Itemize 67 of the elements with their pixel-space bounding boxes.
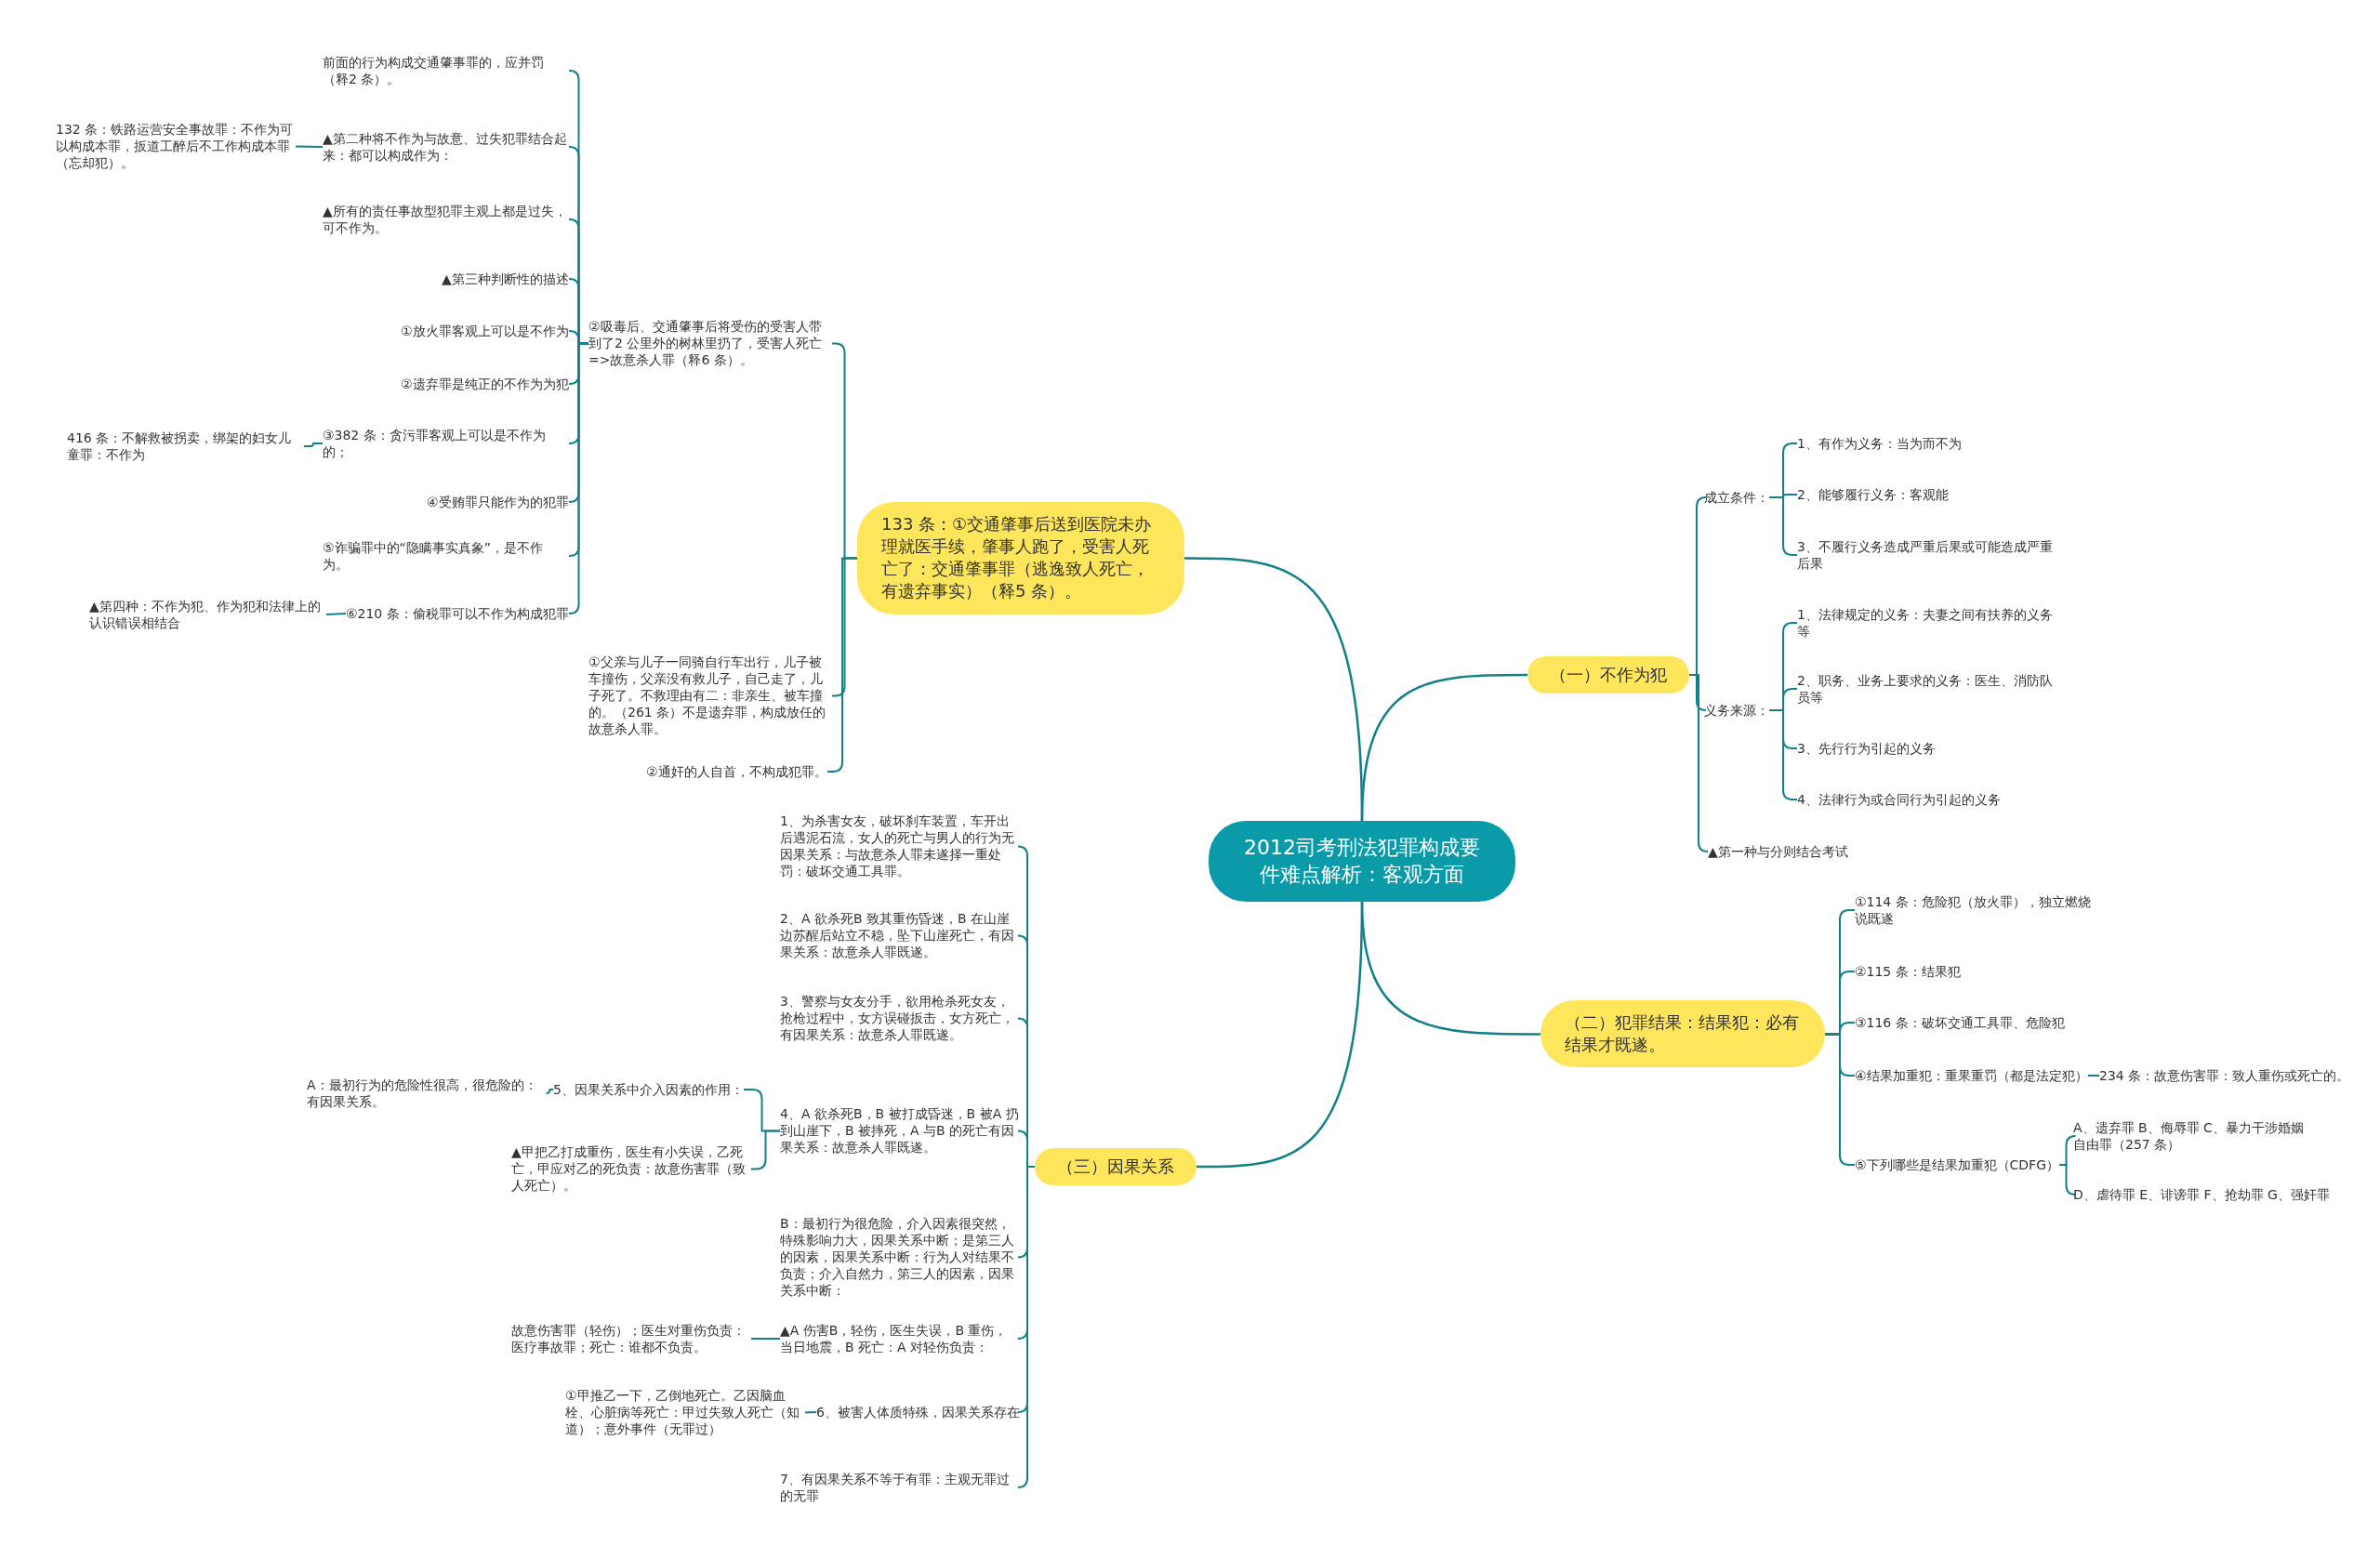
topic-text: ▲第一种与分则结合考试	[1708, 841, 1848, 863]
branch-topic: （二）犯罪结果：结果犯：必有结果才既遂。	[1540, 999, 1825, 1068]
topic-text: ▲第三种判断性的描述	[442, 269, 569, 290]
topic-text: 234 条：故意伤害罪：致人重伤或死亡的。	[2099, 1065, 2350, 1087]
topic-text: ⑤下列哪些是结果加重犯（CDFG）	[1855, 1155, 2059, 1176]
connector	[303, 443, 324, 447]
topic-text: ①114 条：危险犯（放火罪），独立燃烧说既遂	[1855, 892, 2092, 930]
topic-text: 6、被害人体质特殊，因果关系存在	[816, 1402, 1020, 1423]
topic-text: D、虐待罪 E、诽谤罪 F、抢劫罪 G、强奸罪	[2073, 1184, 2330, 1206]
branch-topic: （三）因果关系	[1035, 1148, 1197, 1186]
topic-text: 成立条件：	[1704, 487, 1769, 509]
topic-text: 4、法律行为或合同行为引起的义务	[1797, 789, 2001, 811]
topic-text: ⑥210 条：偷税罪可以不作为构成犯罪	[346, 603, 569, 625]
connector	[295, 145, 324, 148]
topic-text: ④结果加重犯：重果重罚（都是法定犯）	[1855, 1065, 2088, 1087]
topic-text: ①放火罪客观上可以是不作为	[401, 321, 569, 342]
topic-text: B：最初行为很危险，介入因素很突然，特殊影响力大，因果关系中断；是第三人的因素，因果关系中断：行为人对结果不负责；介入自然力，第三人的因素，因果关系中断：	[780, 1212, 1020, 1301]
topic-text: ①父亲与儿子一同骑自行车出行，儿子被车撞伤，父亲没有救儿子，自己走了，儿子死了。不救理由有二：非亲生、被车撞的。（261 条）不是遗弃罪，构成放任的故意杀人罪。	[588, 651, 832, 740]
topic-text: ④受贿罪只能作为的犯罪	[427, 492, 569, 513]
topic-text: 5、因果关系中介入因素的作用：	[553, 1079, 744, 1101]
topic-text: ▲第四种：不作为犯、作为犯和法律上的认识错误相结合	[89, 596, 326, 634]
connector	[325, 613, 347, 615]
topic-text: 2、职务、业务上要求的义务：医生、消防队员等	[1797, 670, 2057, 708]
connector	[1688, 674, 1709, 852]
topic-text: ⑤诈骗罪中的“隐瞒事实真象”，是不作为。	[323, 537, 569, 575]
topic-text: ③382 条：贪污罪客观上可以是不作为的；	[323, 425, 569, 463]
topic-text: ②吸毒后、交通肇事后将受伤的受害人带到了2 公里外的树林里扔了，受害人死亡=>故意杀人罪（释6 条）。	[588, 315, 832, 371]
topic-text: ▲A 伤害B，轻伤，医生失误，B 重伤，当日地震，B 死亡：A 对轻伤负责：	[780, 1320, 1020, 1358]
topic-text: A：最初行为的危险性很高，很危险的：有因果关系。	[307, 1075, 547, 1113]
topic-text: 2、能够履行义务：客观能	[1797, 484, 1949, 506]
topic-text: 4、A 欲杀死B，B 被打成昏迷，B 被A 扔到山崖下，B 被摔死，A 与B 的死亡有因果关系：故意杀人罪既遂。	[780, 1103, 1020, 1158]
topic-text: 1、法律规定的义务：夫妻之间有扶养的义务等	[1797, 604, 2057, 642]
topic-text: 2、A 欲杀死B 致其重伤昏迷，B 在山崖边苏醒后站立不稳，坠下山崖死亡，有因果关系：故意杀人罪既遂。	[780, 907, 1020, 963]
topic-text: A、遗弃罪 B、侮辱罪 C、暴力干涉婚姻自由罪（257 条）	[2073, 1117, 2315, 1156]
topic-text: 132 条：铁路运营安全事故罪：不作为可以构成本罪，扳道工醉后不工作构成本罪（忘却犯）。	[56, 118, 296, 174]
connector	[568, 342, 589, 614]
connector	[750, 1338, 781, 1340]
topic-text: ▲第二种将不作为与故意、过失犯罪结合起来：都可以构成作为：	[323, 128, 569, 166]
connector	[1360, 673, 1527, 822]
topic-text: 7、有因果关系不等于有罪：主观无罪过的无罪	[780, 1469, 1020, 1507]
topic-text: ②115 条：结果犯	[1855, 961, 1961, 983]
central-topic: 2012司考刑法犯罪构成要件难点解析：客观方面	[1209, 820, 1515, 902]
topic-text: 1、有作为义务：当为而不为	[1797, 433, 1962, 455]
topic-text: ▲甲把乙打成重伤，医生有小失误，乙死亡，甲应对乙的死负责：故意伤害罪（致人死亡）。	[511, 1141, 751, 1196]
topic-text: ②通奸的人自首，不构成犯罪。	[646, 761, 827, 783]
topic-text: 故意伤害罪（轻伤）；医生对重伤负责：医疗事故罪；死亡：谁都不负责。	[511, 1320, 751, 1358]
connector	[804, 1411, 817, 1414]
connector	[1768, 709, 1798, 800]
topic-text: 义务来源：	[1704, 700, 1769, 721]
connector	[2058, 1164, 2077, 1196]
connector	[1197, 901, 1364, 1169]
topic-text: 416 条：不解救被拐卖，绑架的妇女儿童罪：不作为	[67, 428, 304, 466]
topic-text: ③116 条：破坏交通工具罪、危险犯	[1855, 1012, 2065, 1034]
connector	[750, 1130, 781, 1170]
topic-text: ▲所有的责任事故型犯罪主观上都是过失，可不作为。	[323, 201, 569, 239]
topic-text: 1、为杀害女友，破坏刹车装置，车开出后遇泥石流，女人的死亡与男人的行为无因果关系：与故意杀人罪未遂择一重处罚：破坏交通工具罪。	[780, 810, 1020, 882]
topic-text: 3、先行行为引起的义务	[1797, 738, 1936, 760]
topic-text: 3、警察与女友分手，欲用枪杀死女友，抢枪过程中，女方误碰扳击，女方死亡，有因果关系：故意杀人罪既遂。	[780, 990, 1020, 1046]
topic-text: ①甲推乙一下，乙倒地死亡。乙因脑血栓、心脏病等死亡：甲过失致人死亡（知道）；意外事件（无罪过）	[565, 1384, 805, 1440]
branch-topic: （一）不作为犯	[1527, 656, 1689, 694]
connector	[545, 1089, 554, 1094]
topic-text: 前面的行为构成交通肇事罪的，应并罚（释2 条）。	[323, 52, 569, 90]
connector	[1017, 1166, 1036, 1488]
topic-text: 3、不履行义务造成严重后果或可能造成严重后果	[1797, 536, 2057, 575]
connector	[2087, 1075, 2100, 1077]
branch-topic: 133 条：①交通肇事后送到医院未办理就医手续，肇事人跑了，受害人死亡了：交通肇事罪（逃逸致人死亡，有遗弃事实）（释5 条）。	[857, 501, 1184, 614]
topic-text: ②遗弃罪是纯正的不作为为犯	[401, 374, 569, 395]
